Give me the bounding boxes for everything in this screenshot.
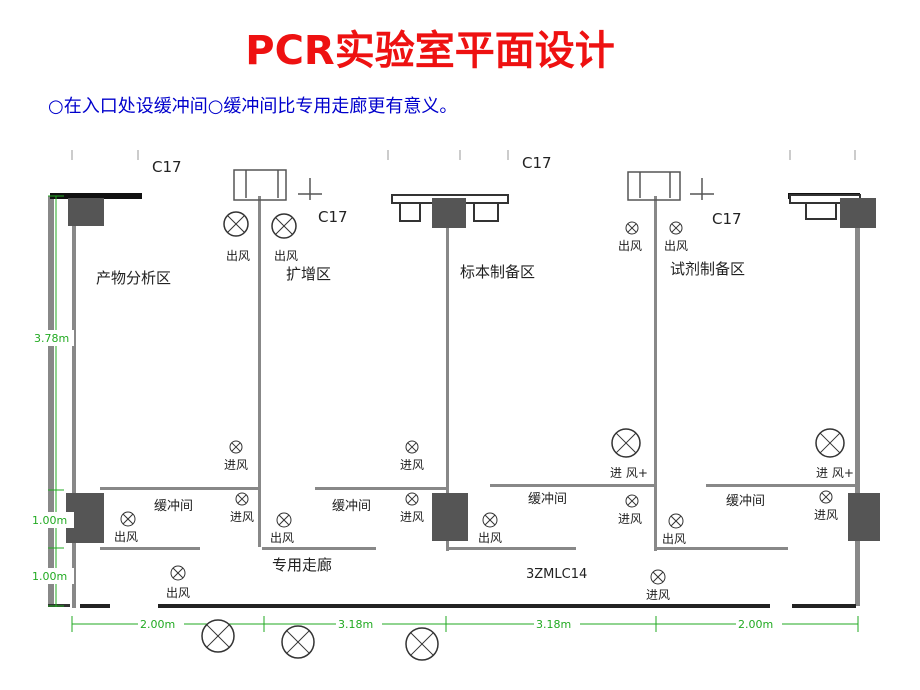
outlet-vent: 出风 xyxy=(270,512,294,545)
inlet-label: 进风 xyxy=(230,510,254,524)
dimension-lines xyxy=(48,195,859,632)
outlet-label: 出风 xyxy=(664,239,688,253)
room-sample-prep: 标本制备区 xyxy=(460,263,535,281)
outlet-label: 出风 xyxy=(114,530,138,544)
block-tr xyxy=(840,198,876,228)
outlet-vent: 出风 xyxy=(223,211,250,263)
buffer-label-1: 缓冲间 xyxy=(154,499,193,514)
buffer4-bottom xyxy=(656,547,788,550)
dim-height-room: 3.78m xyxy=(34,332,69,345)
floor-fan xyxy=(281,625,315,659)
dim-width-1: 2.00m xyxy=(140,618,175,631)
inlet-vent: 进风 xyxy=(400,440,424,472)
buffer1-bottom xyxy=(100,547,200,550)
buffer2-bottom xyxy=(262,547,376,550)
buffer-label-4: 缓冲间 xyxy=(726,494,765,509)
buffer2-top xyxy=(315,487,448,490)
block-tl xyxy=(68,198,104,226)
outlet-vent: 出风 xyxy=(166,565,190,600)
door-code-4: C17 xyxy=(712,210,742,228)
inlet-label: 进 风+ xyxy=(816,466,854,480)
outlet-label: 出风 xyxy=(274,249,298,263)
inlet-vent: 进风 xyxy=(230,492,254,524)
buffer1-top xyxy=(100,487,260,490)
window-code: 3ZMLC14 xyxy=(526,567,587,582)
left-inner-wall xyxy=(72,210,76,608)
room-product-analysis: 产物分析区 xyxy=(96,269,171,287)
inlet-vent: 进风 xyxy=(646,569,670,602)
buffer3-bottom xyxy=(448,547,576,550)
inlet-vent: 进风 xyxy=(224,440,248,472)
outlet-label: 出风 xyxy=(270,531,294,545)
outlet-vent: 出风 xyxy=(478,512,502,545)
inlet-label: 进风 xyxy=(646,588,670,602)
outlet-vent: 出风 xyxy=(271,213,298,263)
bottom-wall xyxy=(48,604,856,608)
block-bm xyxy=(432,493,468,541)
dim-width-4: 2.00m xyxy=(738,618,773,631)
outlet-vent: 出风 xyxy=(114,511,138,544)
left-outer-wall xyxy=(48,196,54,606)
door-code-labels: C17 C17 C17 C17 3ZMLC14 xyxy=(152,154,742,582)
dim-height-buffer: 1.00m xyxy=(32,514,67,527)
inlet-vent: 进 风+ xyxy=(815,428,854,480)
wall-amp-left xyxy=(258,196,261,491)
walls xyxy=(48,196,860,608)
dim-width-3: 3.18m xyxy=(536,618,571,631)
outlet-label: 出风 xyxy=(226,249,250,263)
page-title: PCR实验室平面设计 xyxy=(245,28,615,74)
outlet-vent: 出风 xyxy=(618,221,642,253)
door-code-2: C17 xyxy=(318,208,348,226)
subtitle-note: ○在入口处设缓冲间○缓冲间比专用走廊更有意义。 xyxy=(48,96,458,117)
room-corridor: 专用走廊 xyxy=(272,556,332,574)
door-code-3: C17 xyxy=(522,154,552,172)
doors xyxy=(233,169,714,201)
outlet-label: 出风 xyxy=(166,586,190,600)
vents: 出风出风出风出风进风进风进 风+进 风+进风出风出风进风出风进风出风进风出风进风 xyxy=(114,211,854,661)
room-amplification: 扩增区 xyxy=(286,265,331,283)
inlet-vent: 进风 xyxy=(618,494,642,526)
block-tm xyxy=(432,198,466,228)
wall-sample xyxy=(446,196,449,551)
inlet-label: 进风 xyxy=(400,510,424,524)
buffer-label-3: 缓冲间 xyxy=(528,492,567,507)
buffer3-top xyxy=(490,484,654,487)
floor-fan xyxy=(201,619,235,653)
buffer-labels: 缓冲间 缓冲间 缓冲间 缓冲间 xyxy=(154,492,765,514)
door-code-1: C17 xyxy=(152,158,182,176)
floor-fan xyxy=(405,627,439,661)
outlet-label: 出风 xyxy=(478,531,502,545)
right-wall xyxy=(855,196,860,606)
room-labels: 产物分析区 扩增区 标本制备区 试剂制备区 专用走廊 xyxy=(96,260,745,574)
outlet-vent: 出风 xyxy=(664,221,688,253)
inlet-label: 进 风+ xyxy=(610,466,648,480)
dim-width-2: 3.18m xyxy=(338,618,373,631)
buffer1-right xyxy=(258,487,261,547)
outlet-label: 出风 xyxy=(662,532,686,546)
buffer4-top xyxy=(706,484,856,487)
buffer-label-2: 缓冲间 xyxy=(332,499,371,514)
dimension-labels: 3.78m 1.00m 1.00m 2.00m 3.18m 3.18m 2.00… xyxy=(30,330,782,631)
outlet-vent: 出风 xyxy=(662,513,686,546)
inlet-label: 进风 xyxy=(400,458,424,472)
inlet-label: 进风 xyxy=(814,508,838,522)
top-ticks xyxy=(71,150,856,160)
wall-reagent xyxy=(654,196,657,551)
inlet-vent: 进风 xyxy=(400,492,424,524)
outlet-label: 出风 xyxy=(618,239,642,253)
room-reagent-prep: 试剂制备区 xyxy=(670,260,745,278)
equipment-blocks xyxy=(66,198,880,543)
inlet-label: 进风 xyxy=(618,512,642,526)
inlet-label: 进风 xyxy=(224,458,248,472)
dim-height-corridor: 1.00m xyxy=(32,570,67,583)
inlet-vent: 进 风+ xyxy=(610,428,648,480)
block-br xyxy=(848,493,880,541)
inlet-vent: 进风 xyxy=(814,490,838,522)
